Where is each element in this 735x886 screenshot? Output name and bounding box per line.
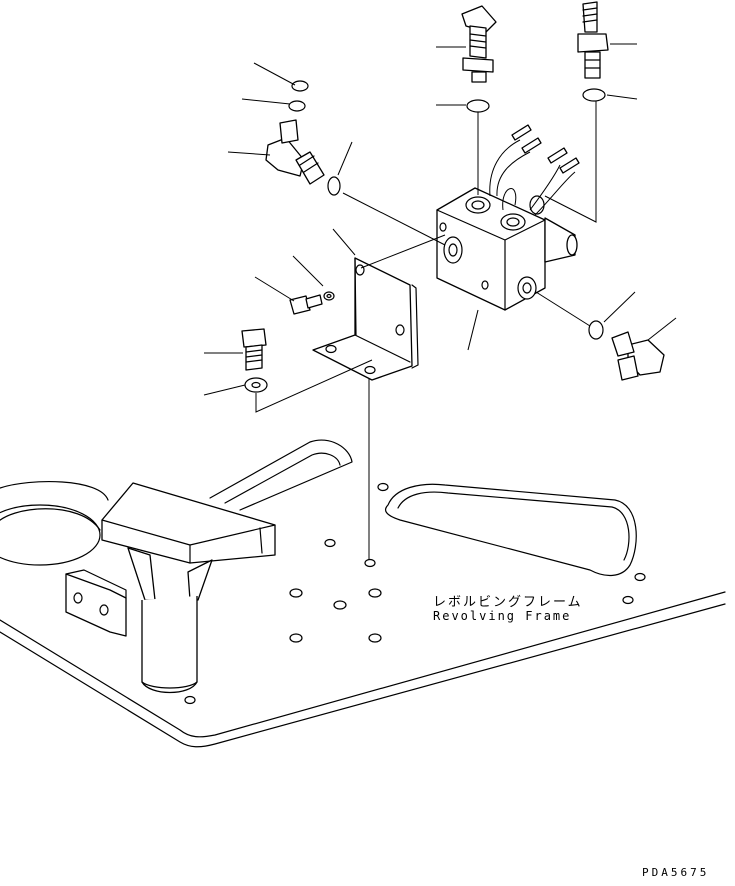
pedal-support-assembly: [65, 439, 353, 694]
bolt-large: [241, 328, 268, 393]
elbow-fitting-right: [611, 331, 665, 381]
plate-holes: [184, 482, 646, 705]
revolving-frame-plate: [0, 480, 726, 748]
leader-lines: [203, 43, 677, 396]
bolt-small: [289, 291, 335, 315]
elbow-fitting-top: [461, 5, 497, 83]
drawing-code: PDA5675: [642, 866, 710, 879]
elbow-fitting-left: [265, 119, 325, 185]
revolving-frame-label-jp: レボルビングフレーム: [433, 595, 583, 610]
assembly-lines: [255, 101, 597, 560]
revolving-frame-label-en: Revolving Frame: [433, 609, 572, 623]
hose-nipple-top-right: [577, 1, 609, 79]
o-rings: [288, 80, 606, 340]
valve-block: [436, 124, 580, 311]
mounting-bracket: [312, 257, 419, 381]
